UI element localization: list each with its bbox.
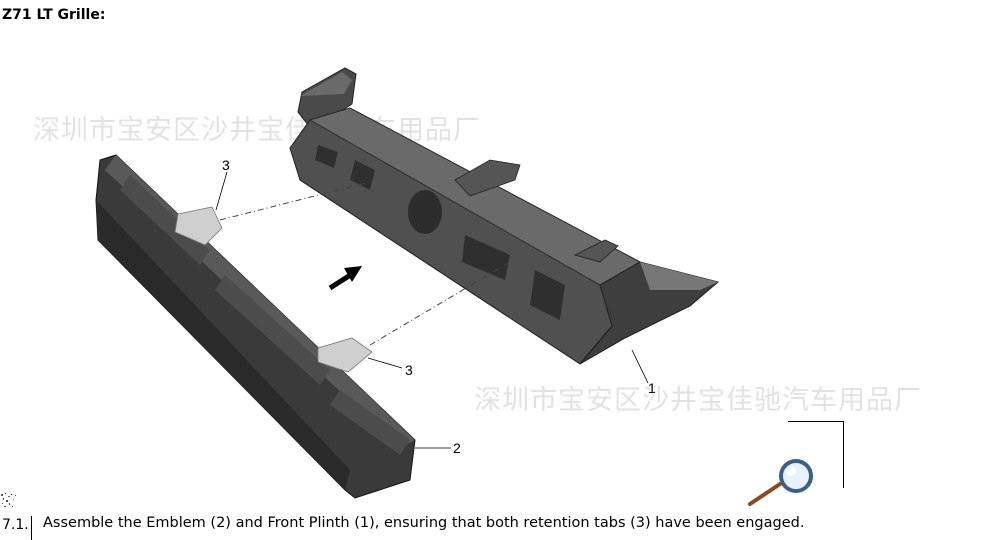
callout-3-upper: 3 (222, 157, 230, 173)
alignment-line-lower (369, 261, 511, 346)
callout-1: 1 (648, 380, 656, 396)
noise-patch (1, 493, 16, 507)
front-plinth (289, 67, 720, 365)
document-title: Z71 LT Grille: (2, 7, 106, 23)
leader-line-3-upper (215, 171, 228, 211)
emblem (95, 154, 416, 499)
callout-2: 2 (453, 440, 461, 456)
retention-tab-lower (317, 337, 373, 373)
step-number: 7.1. (2, 516, 32, 540)
arrow-icon (328, 266, 362, 291)
leader-line-3-lower (367, 357, 403, 369)
corner-bracket (788, 421, 844, 488)
leader-line-1 (631, 349, 649, 384)
instruction-step: 7.1. Assemble the Emblem (2) and Front P… (0, 510, 1000, 540)
watermark-bottom: 深圳市宝安区沙井宝佳驰汽车用品厂 (474, 385, 922, 416)
callout-3-lower: 3 (405, 362, 413, 378)
step-text: Assemble the Emblem (2) and Front Plinth… (43, 515, 805, 531)
magnifier-icon (748, 459, 813, 506)
retention-tab-upper (174, 206, 223, 246)
